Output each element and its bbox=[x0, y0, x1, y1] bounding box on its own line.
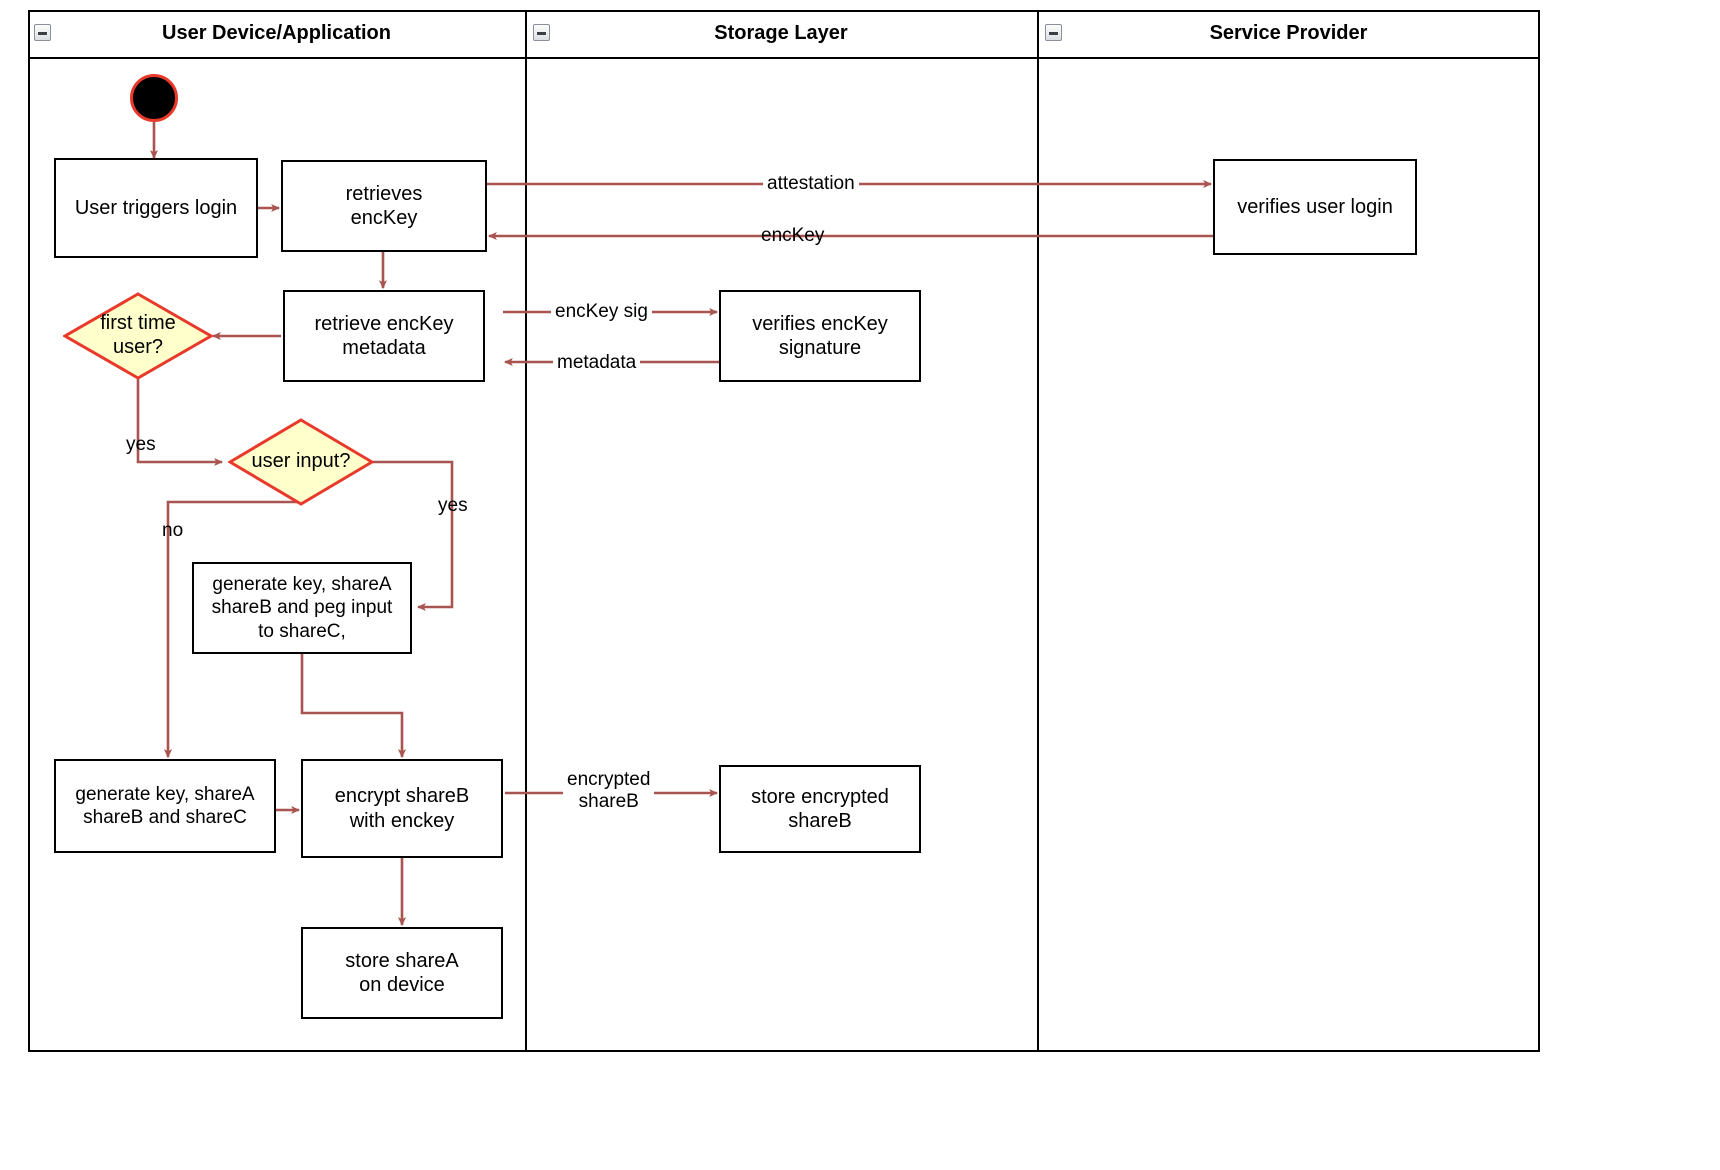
activity-encrypt-shareb-line1: encrypt shareB bbox=[334, 785, 470, 808]
decision-first-time-user-line1: first time bbox=[100, 312, 176, 335]
activity-verifies-enckey-signature[interactable]: verifies encKey signature bbox=[719, 290, 921, 382]
activity-store-sharea-line1: store shareA bbox=[345, 949, 459, 972]
activity-retrieve-enckey-metadata-line2: metadata bbox=[342, 337, 426, 359]
edge-label-metadata: metadata bbox=[553, 352, 641, 374]
activity-encrypt-shareb-line2: with enckey bbox=[349, 809, 455, 832]
lane-divider-2 bbox=[1037, 10, 1039, 1052]
lane-divider-1 bbox=[525, 10, 527, 1052]
edge-label-yes-first-time: yes bbox=[126, 434, 156, 455]
activity-generate-key-peg-input-line3: to shareC, bbox=[258, 620, 346, 642]
lane-title-storage-layer: Storage Layer bbox=[714, 22, 848, 44]
edge-label-yes-user-input: yes bbox=[438, 495, 468, 516]
lane-title-user-device: User Device/Application bbox=[162, 22, 391, 44]
activity-store-sharea-on-device[interactable]: store shareA on device bbox=[301, 927, 503, 1019]
activity-generate-key-shares-line2: shareB and shareC bbox=[83, 807, 247, 828]
edge-label-encrypted-shareb-line1: encrypted bbox=[567, 769, 651, 790]
activity-retrieve-enckey-metadata-line1: retrieve encKey bbox=[314, 312, 454, 335]
activity-store-sharea-line2: on device bbox=[359, 974, 445, 996]
lane-header-rule bbox=[28, 57, 1540, 59]
decision-user-input-label: user input? bbox=[251, 450, 351, 473]
edge-label-encrypted-shareb-line2: shareB bbox=[578, 790, 639, 812]
activity-encrypt-shareb[interactable]: encrypt shareB with enckey bbox=[301, 759, 503, 858]
decision-first-time-user-line2: user? bbox=[112, 336, 164, 358]
activity-generate-key-peg-input-line2: shareB and peg input bbox=[211, 597, 393, 619]
activity-generate-key-peg-input-line1: generate key, shareA bbox=[212, 574, 392, 596]
edge-label-enckey-sig: encKey sig bbox=[551, 301, 652, 323]
decision-user-input[interactable]: user input? bbox=[228, 418, 374, 506]
swimlane-pool bbox=[28, 10, 1540, 1052]
decision-first-time-user[interactable]: first time user? bbox=[63, 292, 213, 380]
activity-generate-key-peg-input[interactable]: generate key, shareA shareB and peg inpu… bbox=[192, 562, 412, 654]
edge-label-enckey: encKey bbox=[761, 225, 825, 246]
activity-retrieves-enckey-line1: retrieves bbox=[345, 182, 423, 205]
edge-label-no-user-input: no bbox=[162, 520, 184, 541]
collapse-icon-user-device[interactable] bbox=[34, 24, 51, 41]
activity-retrieves-enckey-line2: encKey bbox=[350, 207, 418, 229]
activity-retrieves-enckey[interactable]: retrieves encKey bbox=[281, 160, 487, 252]
activity-verifies-user-login[interactable]: verifies user login bbox=[1213, 159, 1417, 255]
activity-generate-key-shares-line1: generate key, shareA bbox=[75, 783, 255, 805]
activity-store-encrypted-shareb[interactable]: store encrypted shareB bbox=[719, 765, 921, 853]
activity-generate-key-shares[interactable]: generate key, shareA shareB and shareC bbox=[54, 759, 276, 853]
activity-store-encrypted-shareb-line1: store encrypted bbox=[751, 785, 889, 808]
activity-retrieve-enckey-metadata[interactable]: retrieve encKey metadata bbox=[283, 290, 485, 382]
edge-label-attestation: attestation bbox=[763, 173, 859, 195]
lane-title-service-provider: Service Provider bbox=[1209, 22, 1368, 44]
collapse-icon-storage-layer[interactable] bbox=[533, 24, 550, 41]
activity-user-triggers-login[interactable]: User triggers login bbox=[54, 158, 258, 258]
activity-store-encrypted-shareb-line2: shareB bbox=[788, 810, 852, 832]
collapse-icon-service-provider[interactable] bbox=[1045, 24, 1062, 41]
initial-node bbox=[130, 74, 178, 122]
